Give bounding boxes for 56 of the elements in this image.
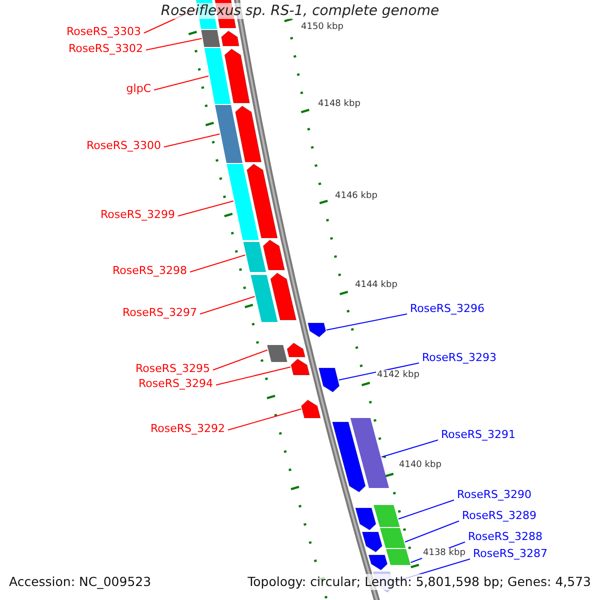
gene-label: RoseRS_3295 <box>136 362 210 376</box>
leader-line <box>178 200 234 216</box>
scale-label: 4150 kbp <box>300 22 344 33</box>
gene-feature <box>267 342 306 362</box>
gene-feature <box>250 272 297 322</box>
leader-line <box>200 296 256 314</box>
gene-label: RoseRS_3292 <box>150 422 225 436</box>
gene-label: RoseRS_3294 <box>138 377 213 391</box>
gene-label: RoseRS_3291 <box>441 428 516 442</box>
gene-label: RoseRS_3300 <box>86 139 161 153</box>
gene-feature <box>318 368 340 392</box>
accession-text: Accession: NC_009523 <box>9 574 152 590</box>
gene-label: RoseRS_3302 <box>68 42 143 56</box>
gene-feature <box>362 528 406 552</box>
leader-line <box>216 366 291 386</box>
scale-label: 4148 kbp <box>317 99 362 110</box>
leader-line <box>398 500 454 520</box>
gene-feature <box>290 358 310 376</box>
leader-line <box>164 134 220 148</box>
gene-feature <box>300 400 321 418</box>
gene-feature <box>215 105 262 163</box>
gene-feature <box>307 322 326 338</box>
gene-label: RoseRS_3289 <box>462 509 536 523</box>
leader-line <box>228 408 302 430</box>
gene-feature <box>201 30 240 47</box>
gene-label: RoseRS_3298 <box>112 264 187 278</box>
gene-label: RoseRS_3290 <box>457 488 532 502</box>
gene-feature <box>204 48 250 104</box>
genome-summary-text: Topology: circular; Length: 5,801,598 bp; Genes: 4,573 <box>248 574 591 590</box>
gene-feature <box>243 240 286 272</box>
gene-feature <box>354 505 400 530</box>
gene-label: RoseRS_3303 <box>66 25 141 39</box>
scale-label: 4142 kbp <box>376 370 420 381</box>
scale-label: 4140 kbp <box>398 460 442 471</box>
gene-label: RoseRS_3287 <box>473 547 548 561</box>
leader-line <box>212 350 268 370</box>
gene-label: RoseRS_3293 <box>422 351 496 365</box>
leader-line <box>146 38 202 50</box>
title: Roseiflexus sp. RS-1, complete genome <box>160 3 440 19</box>
gene-label: glpC <box>126 82 151 96</box>
gene-label: RoseRS_3288 <box>468 530 542 544</box>
gene-feature <box>226 164 278 240</box>
scale-label: 4146 kbp <box>334 191 378 202</box>
gene-feature <box>368 549 411 570</box>
gene-label: RoseRS_3296 <box>410 302 484 316</box>
scale-label: 4144 kbp <box>354 280 398 291</box>
gene-label: RoseRS_3299 <box>100 208 175 222</box>
leader-line <box>338 362 420 380</box>
gene-label: RoseRS_3297 <box>122 306 197 320</box>
leader-line <box>190 254 246 272</box>
leader-line <box>381 440 438 458</box>
leader-line <box>154 76 209 90</box>
leader-line <box>326 314 408 330</box>
leader-line <box>404 520 460 542</box>
scale-label: 4138 kbp <box>422 548 466 559</box>
gene-feature <box>332 418 389 492</box>
